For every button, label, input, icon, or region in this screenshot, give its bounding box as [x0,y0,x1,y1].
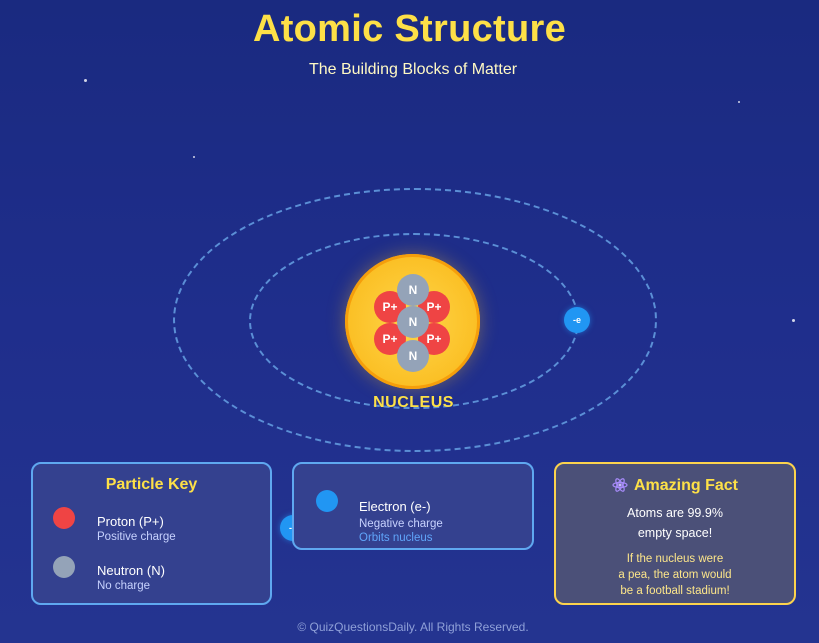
neutron: N [397,306,429,338]
footer-copyright: © QuizQuestionsDaily. All Rights Reserve… [297,620,529,634]
fact-sub-line3: be a football stadium! [620,585,730,597]
particle-key-title: Particle Key [105,476,198,493]
fact-sub-line2: a pea, the atom would [618,569,732,581]
nucleus-label: NUCLEUS [373,394,454,411]
star [84,79,87,82]
electron-desc: Negative charge [359,518,443,530]
star [792,319,795,322]
neutron: N [397,274,429,306]
fact-main-line1: Atoms are 99.9% [627,506,723,520]
electron: -e [564,307,590,333]
electron-note: Orbits nucleus [359,532,433,544]
neutron: N [397,340,429,372]
star [193,156,195,158]
electron-card: Electron (e-) Negative charge Orbits nuc… [292,462,534,550]
proton-desc: Positive charge [97,531,176,543]
neutron-dot [53,556,75,578]
fact-title: Amazing Fact [633,477,738,494]
proton-label: Proton (P+) [97,514,164,529]
neutron-label: Neutron (N) [97,563,165,578]
particle-key-card: Particle Key Proton (P+) Positive charge… [31,462,272,605]
fact-title-row: Amazing Fact [556,477,794,498]
outer-orbit [173,188,657,452]
page-title: Atomic Structure [252,8,567,50]
star [738,101,740,103]
page-subtitle: The Building Blocks of Matter [308,61,518,78]
amazing-fact-card: Amazing Fact Atoms are 99.9% empty space… [554,462,796,605]
proton-dot [53,507,75,529]
electron-dot [316,490,338,512]
neutron-desc: No charge [97,580,151,592]
fact-sub-line1: If the nucleus were [626,553,724,565]
atom-icon [612,477,628,498]
electron-label: Electron (e-) [359,499,431,514]
fact-main-line2: empty space! [637,526,713,540]
